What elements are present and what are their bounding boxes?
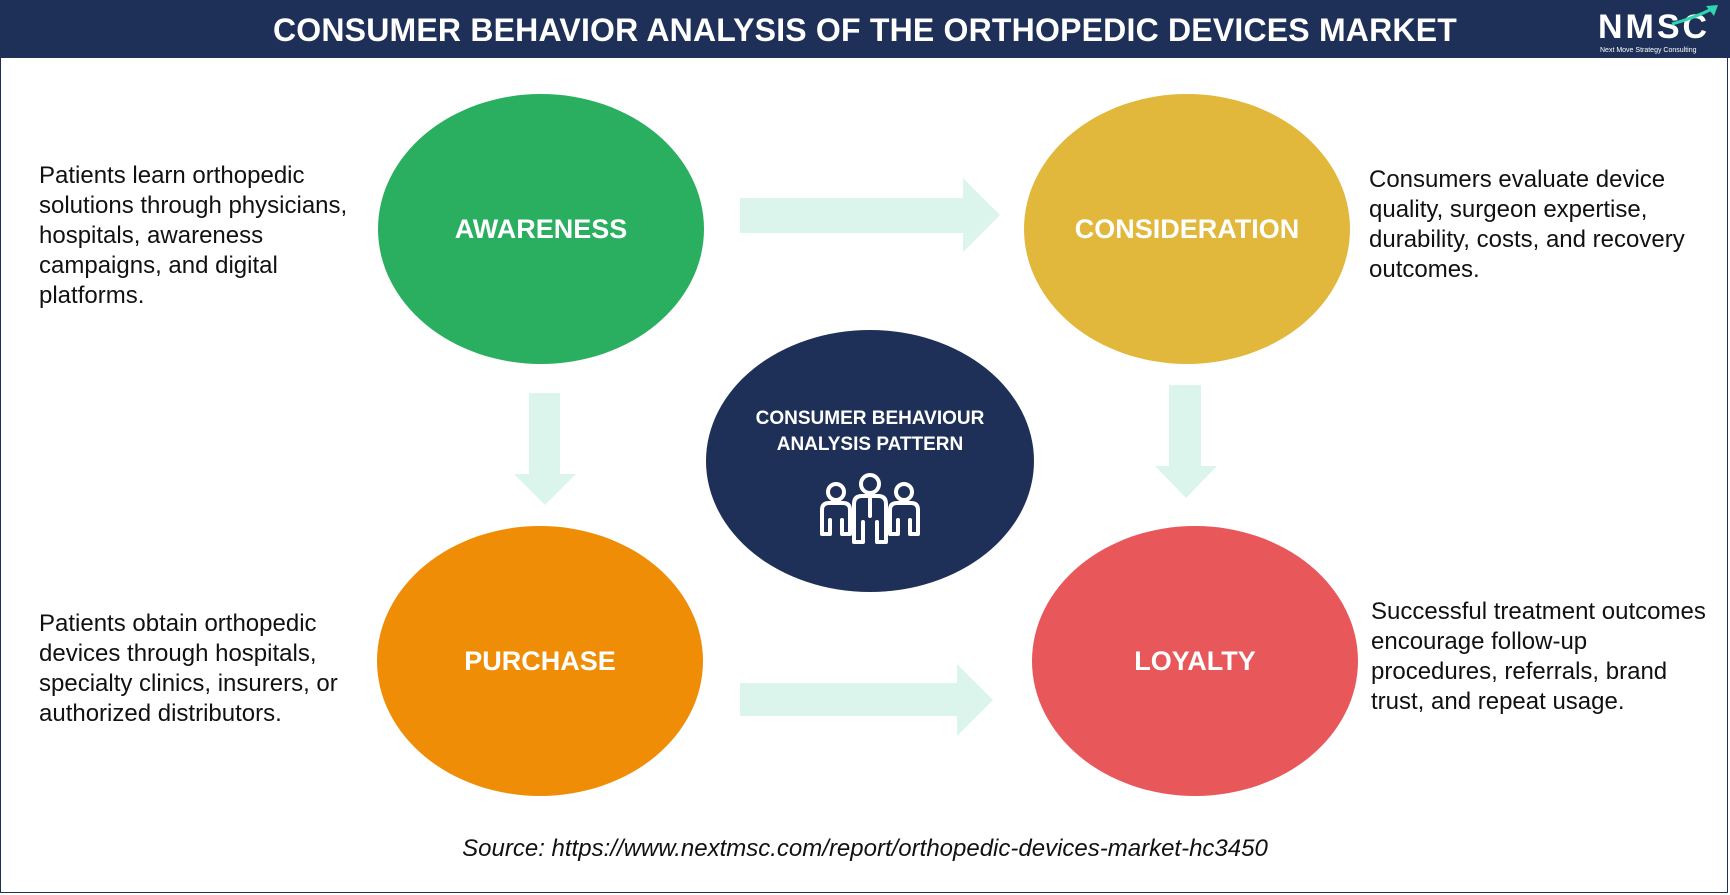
people-group-icon [820,473,920,544]
arrow-awareness-to-purchase [514,393,576,505]
loyalty-description: Successful treatment outcomes encourage … [1371,598,1706,715]
nmsc-logo: NMSC Next Move Strategy Consulting [1598,4,1720,54]
center-label-line2: ANALYSIS PATTERN [776,434,964,455]
stage-consideration-label: CONSIDERATION [1074,213,1300,244]
arrow-consideration-to-loyalty [1155,385,1217,498]
center-label-line1: CONSUMER BEHAVIOUR [755,408,985,429]
stage-awareness-label: AWARENESS [454,213,628,244]
stage-purchase-label: PURCHASE [464,645,616,676]
stage-purchase: PURCHASE [377,526,703,796]
logo-swoosh-icon [1671,5,1718,26]
stage-consideration: CONSIDERATION [1024,94,1350,364]
stage-loyalty-label: LOYALTY [1134,645,1256,676]
center-pattern: CONSUMER BEHAVIOUR ANALYSIS PATTERN [706,330,1034,592]
stage-loyalty: LOYALTY [1032,526,1358,796]
arrow-awareness-to-consideration [740,178,1000,252]
header-bar: CONSUMER BEHAVIOR ANALYSIS OF THE ORTHOP… [0,0,1730,58]
logo-text: NMSC [1598,8,1711,46]
page-title: CONSUMER BEHAVIOR ANALYSIS OF THE ORTHOP… [272,12,1458,48]
stage-awareness: AWARENESS [378,94,704,364]
consideration-description: Consumers evaluate device quality, surge… [1369,166,1685,283]
purchase-description: Patients obtain orthopedic devices throu… [39,610,338,727]
source-citation: Source: https://www.nextmsc.com/report/o… [462,835,1268,862]
awareness-description: Patients learn orthopedic solutions thro… [39,162,348,309]
logo-subtext: Next Move Strategy Consulting [1600,47,1697,54]
arrow-purchase-to-loyalty [740,664,993,736]
